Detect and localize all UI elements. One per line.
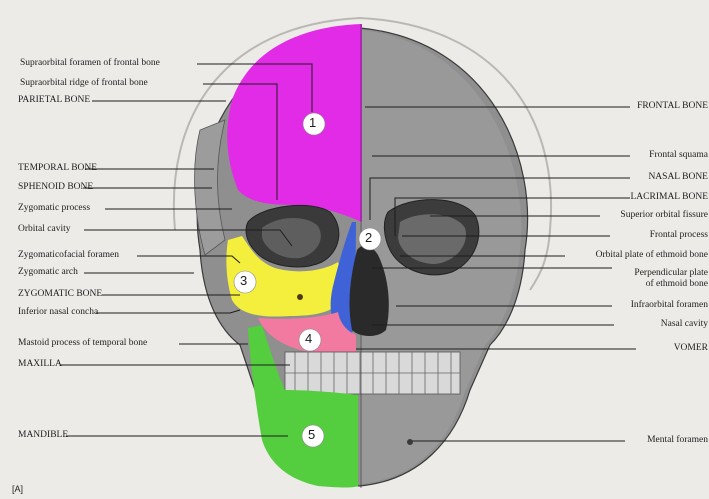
badge-number-2: 2 xyxy=(365,232,372,243)
label-nasal-cavity: Nasal cavity xyxy=(661,319,708,330)
label-frontal-squama: Frontal squama xyxy=(649,150,708,161)
label-superior-orbital-fissure: Superior orbital fissure xyxy=(620,210,708,221)
label-zygomatic-process: Zygomatic process xyxy=(18,203,90,214)
label-orbital-cavity: Orbital cavity xyxy=(18,224,71,235)
label-temporal-bone: TEMPORAL BONE xyxy=(18,163,97,174)
label-mandible: MANDIBLE xyxy=(18,430,68,441)
label-lacrimal-bone: LACRIMAL BONE xyxy=(631,192,709,203)
label-mental-foramen: Mental foramen xyxy=(647,435,708,446)
figure-panel-label: [A] xyxy=(12,484,23,494)
label-orbital-plate-ethmoid: Orbital plate of ethmoid bone xyxy=(596,250,708,261)
label-infraorbital-foramen: Infraorbital foramen xyxy=(631,300,708,311)
badge-number-3: 3 xyxy=(240,275,247,286)
label-of-ethmoid-bone: of ethmoid bone xyxy=(646,279,708,290)
badge-number-1: 1 xyxy=(309,117,316,128)
teeth xyxy=(285,352,460,394)
label-zygomatic-bone: ZYGOMATIC BONE xyxy=(18,289,102,300)
label-parietal-bone: PARIETAL BONE xyxy=(18,95,90,106)
label-zygomaticofacial-foramen: Zygomaticofacial foramen xyxy=(18,250,119,261)
label-frontal-bone: FRONTAL BONE xyxy=(637,101,708,112)
label-zygomatic-arch: Zygomatic arch xyxy=(18,267,78,278)
label-supraorbital-foramen: Supraorbital foramen of frontal bone xyxy=(20,58,160,69)
label-perpendicular-plate: Perpendicular plate xyxy=(634,268,708,279)
label-frontal-process: Frontal process xyxy=(650,230,708,241)
badge-number-5: 5 xyxy=(308,429,315,440)
label-mastoid-process: Mastoid process of temporal bone xyxy=(18,338,147,349)
label-vomer: VOMER xyxy=(674,343,708,354)
label-nasal-bone: NASAL BONE xyxy=(648,172,708,183)
badge-number-4: 4 xyxy=(305,333,312,344)
frontal-bone-highlight xyxy=(227,24,362,222)
label-sphenoid-bone: SPHENOID BONE xyxy=(18,182,93,193)
label-inferior-nasal-concha: Inferior nasal concha xyxy=(18,307,98,318)
label-maxilla: MAXILLA xyxy=(18,359,62,370)
label-supraorbital-ridge: Supraorbital ridge of frontal bone xyxy=(20,78,148,89)
